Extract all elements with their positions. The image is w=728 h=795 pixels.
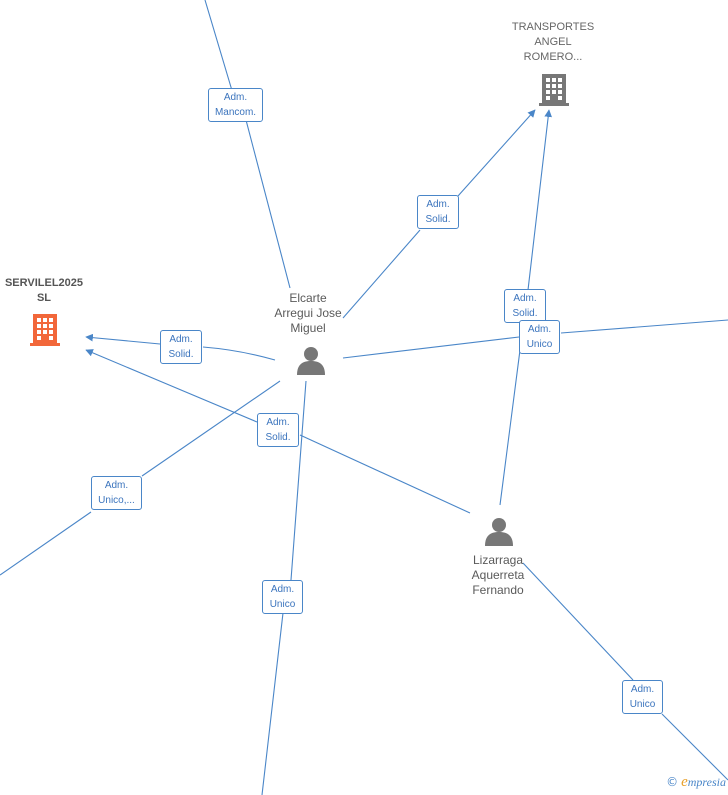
edge-label-adm-solid[interactable]: Adm. Solid. [257,413,299,447]
edge-label-line: Adm. [266,417,290,428]
edge-label-line: Adm. [169,334,193,345]
label-line: Fernando [472,583,524,597]
label-line: Lizarraga [472,553,524,567]
edge-label-line: Unico,... [98,495,135,506]
edge-line-elcarte-servilel [86,337,276,361]
edge-label-adm-solid[interactable]: Adm. Solid. [504,289,546,323]
edge-label-line: Solid. [168,349,194,360]
edge-label-line: Adm. [630,684,655,695]
edge-label-adm-solid[interactable]: Adm. Solid. [417,195,459,229]
edge-label-adm-solid[interactable]: Adm. Solid. [160,330,202,364]
logo-initial: e [681,774,688,790]
copyright-symbol: © [666,775,679,789]
logo-text: mpresia [687,775,726,789]
edge-label-line: Solid. [512,308,538,319]
edge-line-mancom [204,0,291,289]
label-line: Miguel [290,321,326,335]
person-icon[interactable] [484,516,514,551]
edge-label-line: Adm. [223,92,248,103]
empresia-logo: ©empresia [666,774,726,791]
edge-label-adm-unico[interactable]: Adm. Unico [262,580,303,614]
edge-label-line: Solid. [425,214,451,225]
person-label-elcarte[interactable]: Elcarte Arregui Jose Miguel [258,291,358,336]
building-icon[interactable] [30,312,60,351]
label-line: SERVILEL2025 [4,277,84,289]
edge-line-elcarte-south [261,380,307,795]
company-label-servilel[interactable]: SERVILEL2025 SL [0,276,88,306]
edge-label-line: Adm. [513,293,537,304]
edge-label-line: Adm. [527,324,552,335]
edge-line-elcarte-transportes [342,110,535,319]
edge-label-adm-unico[interactable]: Adm. Unico [622,680,663,714]
edge-label-line: Unico [269,599,296,610]
edge-label-line: Adm. [270,584,295,595]
person-icon[interactable] [296,345,326,380]
edge-label-adm-unico[interactable]: Adm. Unico [519,320,560,354]
edge-label-adm-unico-ellipsis[interactable]: Adm. Unico,... [91,476,142,510]
edge-line-elcarte-southwest [0,380,281,576]
edge-label-line: Mancom. [214,107,257,118]
edge-line-lizarraga-servilel [86,350,471,514]
label-line: ROMERO... [523,51,583,63]
edge-label-line: Unico [526,339,553,350]
label-line: TRANSPORTES [511,21,595,33]
edge-label-adm-mancom[interactable]: Adm. Mancom. [208,88,263,122]
edge-line-lizarraga-southeast [522,562,728,781]
label-line: ANGEL [534,36,572,48]
edge-label-line: Unico [629,699,656,710]
company-label-transportes[interactable]: TRANSPORTES ANGEL ROMERO... [492,20,614,65]
building-icon[interactable] [539,72,569,111]
label-line: Elcarte [289,291,327,305]
edge-label-line: Adm. [104,480,129,491]
label-line: SL [36,292,52,304]
edge-label-line: Solid. [265,432,291,443]
edge-line-lizarraga-transportes [499,110,549,506]
edge-line-elcarte-east [342,319,728,359]
edge-label-line: Adm. [426,199,450,210]
label-line: Aquerreta [471,568,525,582]
person-label-lizarraga[interactable]: Lizarraga Aquerreta Fernando [452,553,544,598]
label-line: Arregui Jose [274,306,342,320]
